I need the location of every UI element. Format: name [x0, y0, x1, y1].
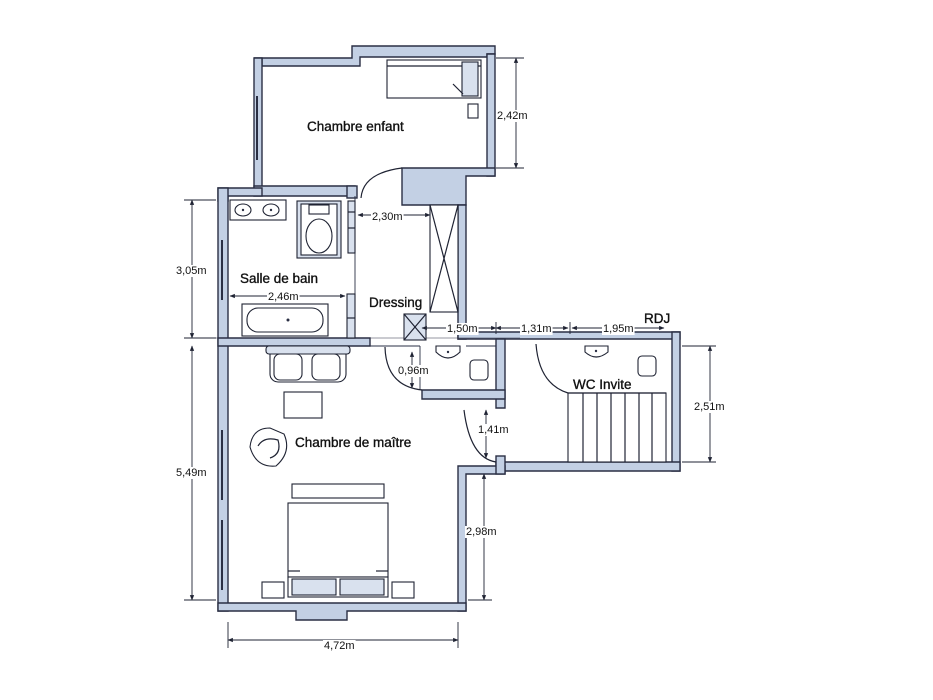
child-bed — [386, 59, 482, 119]
wall-enfant-bottom-left — [253, 185, 356, 197]
wall-enfant-bottom-stub — [346, 185, 358, 199]
label-dressing: Dressing — [369, 295, 422, 310]
label-chambre-de-maitre: Chambre de maître — [295, 435, 411, 450]
armchair — [249, 427, 288, 467]
wall-enfant-right — [486, 53, 496, 177]
label-rdj: RDJ — [644, 311, 670, 326]
bath-toilet — [296, 200, 356, 259]
label-salle-de-bain: Salle de bain — [240, 271, 318, 286]
dim-master-height: 5,49m — [176, 467, 207, 479]
wall-wc-bottom — [421, 389, 506, 400]
dim-wc-depth: 0,96m — [398, 365, 429, 377]
staircase — [567, 392, 667, 463]
dim-wcinv-height: 2,51m — [694, 401, 725, 413]
wall-corridor-right — [457, 204, 467, 340]
dim-door-passage: 1,41m — [478, 424, 509, 436]
label-wc-invite: WC Invite — [573, 377, 632, 392]
master-bed — [261, 483, 415, 599]
wc-fixtures — [435, 345, 657, 381]
sofa — [265, 345, 351, 419]
dimension-labels: 2,42m 2,30m 3,05m 2,46m 1,50m 1,31m 1,95… — [175, 110, 726, 652]
wall-master-door-stub — [495, 455, 506, 475]
dim-bath-width: 2,46m — [268, 291, 299, 303]
wall-master-bottom — [217, 602, 467, 621]
double-sink — [229, 199, 287, 221]
dim-master-width: 4,72m — [324, 640, 355, 652]
bathtub — [241, 293, 356, 339]
wall-master-notch — [457, 465, 506, 612]
dim-wc-width: 1,50m — [447, 323, 478, 335]
room-labels: Chambre enfant Salle de bain Dressing Ch… — [240, 119, 671, 450]
wall-bath-bottom — [217, 337, 371, 347]
dim-stair-width: 1,31m — [521, 323, 552, 335]
dim-enfant-height: 2,42m — [497, 110, 528, 122]
wall-enfant-bottom-right — [401, 167, 496, 206]
label-chambre-enfant: Chambre enfant — [307, 119, 404, 134]
dressing-wardrobe — [403, 204, 459, 341]
dim-wcinv-width: 1,95m — [603, 323, 634, 335]
dim-master-notch: 2,98m — [466, 526, 497, 538]
dim-corridor-width: 2,30m — [372, 211, 403, 223]
doors — [360, 167, 569, 463]
wall-rdj-right — [671, 331, 681, 472]
dim-bath-height: 3,05m — [176, 265, 207, 277]
wall-rdj-bottom — [495, 461, 681, 472]
